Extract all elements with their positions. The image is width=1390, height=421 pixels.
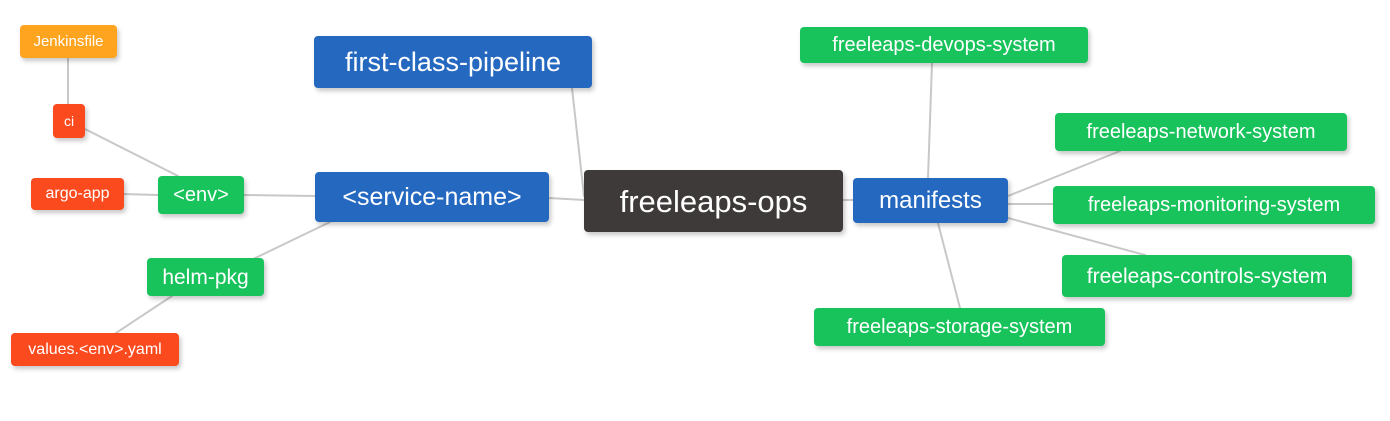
mindmap-node-jenkinsfile[interactable]: Jenkinsfile [20, 25, 117, 58]
mindmap-node-label: first-class-pipeline [344, 46, 562, 77]
mindmap-node-service-name[interactable]: <service-name> [315, 172, 549, 222]
mindmap-node-freeleaps-network-system[interactable]: freeleaps-network-system [1055, 113, 1347, 151]
mindmap-node-freeleaps-controls-system[interactable]: freeleaps-controls-system [1062, 255, 1352, 297]
edge-service-name-to-helm-pkg [246, 221, 331, 263]
mindmap-node-env[interactable]: <env> [158, 176, 244, 214]
mindmap-node-label: values.<env>.yaml [28, 340, 162, 358]
edge-helm-pkg-to-values-env-yaml [115, 295, 173, 334]
mindmap-node-argo-app[interactable]: argo-app [31, 178, 124, 210]
edge-env-to-ci [82, 127, 179, 177]
mindmap-node-label: <service-name> [342, 182, 522, 211]
mindmap-node-first-class-pipeline[interactable]: first-class-pipeline [314, 36, 592, 88]
mindmap-node-label: helm-pkg [162, 265, 249, 289]
mindmap-node-label: freeleaps-ops [619, 183, 808, 219]
mindmap-node-label: <env> [173, 184, 229, 206]
mindmap-node-label: freeleaps-devops-system [832, 34, 1056, 56]
mindmap-node-label: ci [63, 113, 75, 129]
mindmap-node-label: freeleaps-network-system [1086, 121, 1316, 143]
mindmap-node-helm-pkg[interactable]: helm-pkg [147, 258, 264, 296]
mindmap-node-freeleaps-storage-system[interactable]: freeleaps-storage-system [814, 308, 1105, 346]
mindmap-node-label: freeleaps-controls-system [1086, 264, 1328, 288]
edge-freeleaps-ops-to-service-name [548, 197, 585, 201]
mindmap-node-label: argo-app [45, 185, 110, 202]
mindmap-node-ci[interactable]: ci [53, 104, 85, 138]
mindmap-node-freeleaps-ops[interactable]: freeleaps-ops [584, 170, 843, 232]
mindmap-node-freeleaps-devops-system[interactable]: freeleaps-devops-system [800, 27, 1088, 63]
edge-service-name-to-env [243, 194, 316, 197]
mindmap-node-label: freeleaps-monitoring-system [1087, 194, 1341, 216]
mindmap-node-label: freeleaps-storage-system [846, 316, 1073, 338]
mindmap-node-label: Jenkinsfile [33, 33, 104, 50]
mindmap-node-values-env-yaml[interactable]: values.<env>.yaml [11, 333, 179, 366]
mindmap-node-label: manifests [879, 186, 982, 214]
edge-env-to-argo-app [123, 193, 159, 196]
edge-manifests-to-freeleaps-devops-system [927, 62, 933, 179]
edge-manifests-to-freeleaps-storage-system [937, 222, 961, 309]
mindmap-node-freeleaps-monitoring-system[interactable]: freeleaps-monitoring-system [1053, 186, 1375, 224]
edge-freeleaps-ops-to-first-class-pipeline [571, 87, 585, 197]
mindmap-node-manifests[interactable]: manifests [853, 178, 1008, 223]
